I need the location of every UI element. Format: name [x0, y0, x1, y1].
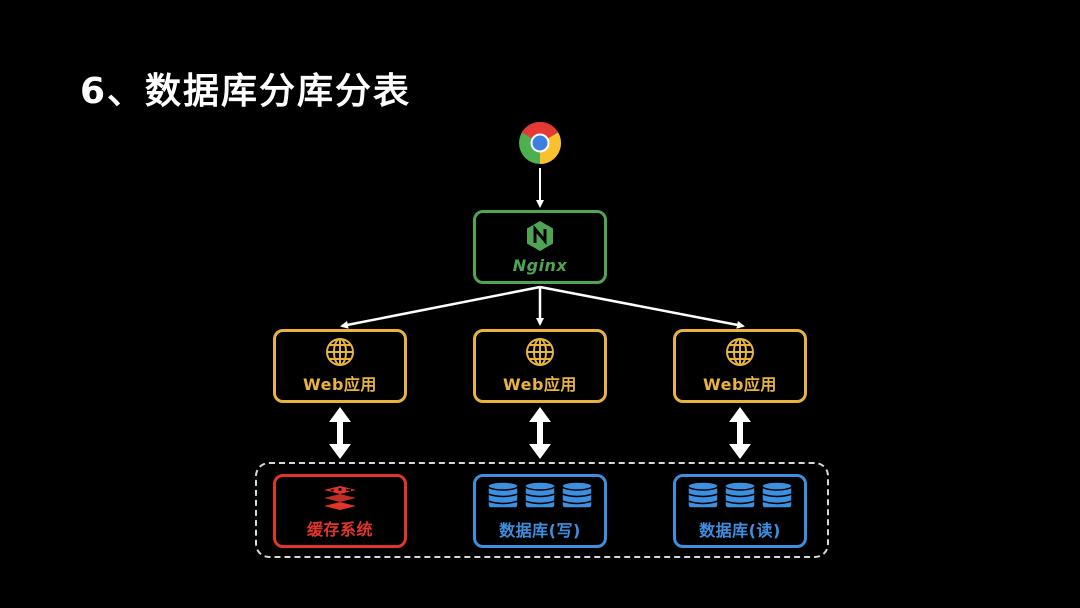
- web-app-node-3: Web应用: [673, 329, 807, 403]
- page-title: 6、数据库分库分表: [80, 71, 412, 112]
- nginx-label: Nginx: [512, 255, 568, 275]
- double-arrow-web3-dbread: [729, 407, 751, 459]
- double-arrow-web1-cache: [329, 407, 351, 459]
- web-app-label-2: Web应用: [503, 375, 577, 394]
- chrome-icon: [518, 121, 562, 165]
- nginx-node: Nginx: [473, 210, 607, 284]
- database-write-node: 数据库(写): [473, 474, 607, 548]
- cache-node: 缓存系统: [273, 474, 407, 548]
- storage-group: [255, 462, 829, 558]
- database-icon: [487, 481, 593, 509]
- arrow-nginx-to-web-3: [539, 285, 745, 329]
- database-read-node: 数据库(读): [673, 474, 807, 548]
- database-read-label: 数据库(读): [699, 521, 781, 540]
- globe-icon: [526, 338, 554, 366]
- globe-icon: [726, 338, 754, 366]
- database-write-label: 数据库(写): [499, 521, 581, 540]
- arrow-nginx-to-web-1: [340, 285, 541, 329]
- globe-icon: [326, 338, 354, 366]
- web-app-node-1: Web应用: [273, 329, 407, 403]
- web-app-node-2: Web应用: [473, 329, 607, 403]
- nginx-icon: [527, 220, 553, 251]
- double-arrow-web2-dbwrite: [529, 407, 551, 459]
- database-icon: [687, 481, 793, 509]
- cache-label: 缓存系统: [306, 520, 373, 539]
- redis-icon: [324, 486, 356, 510]
- web-app-label-1: Web应用: [303, 375, 377, 394]
- web-app-label-3: Web应用: [703, 375, 777, 394]
